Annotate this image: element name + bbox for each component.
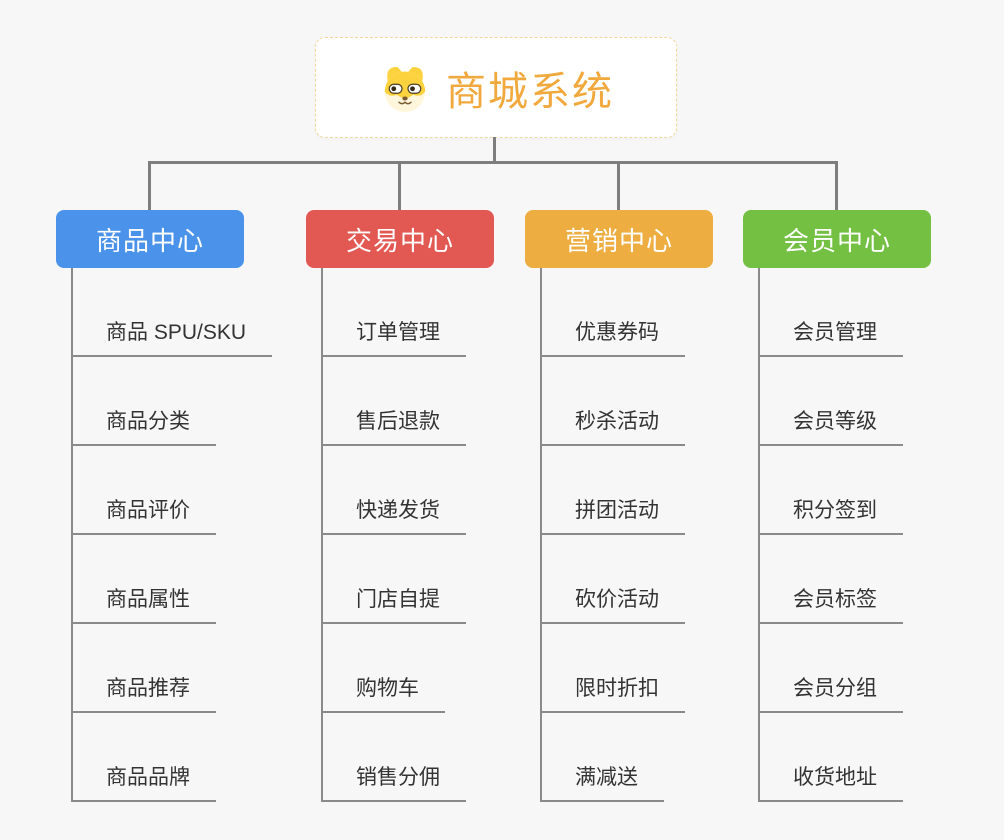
tree-item: 优惠券码 [542, 268, 713, 357]
item-express-delivery[interactable]: 快递发货 [323, 494, 466, 535]
item-points-checkin[interactable]: 积分签到 [760, 494, 903, 535]
item-sales-commission[interactable]: 销售分佣 [323, 761, 466, 802]
connector-drop-member [835, 161, 838, 210]
branch-header-marketing[interactable]: 营销中心 [525, 210, 713, 268]
branch-items-product: 商品 SPU/SKU 商品分类 商品评价 商品属性 商品推荐 商品品牌 [71, 268, 273, 802]
connector-root-drop [493, 137, 496, 164]
tree-item: 会员标签 [760, 535, 931, 624]
tree-item: 收货地址 [760, 713, 931, 802]
tree-item: 商品分类 [73, 357, 244, 446]
branch-product-center: 商品中心 商品 SPU/SKU 商品分类 商品评价 商品属性 商品推荐 商品品牌 [56, 210, 273, 802]
connector-drop-marketing [617, 161, 620, 210]
item-member-level[interactable]: 会员等级 [760, 405, 903, 446]
tree-item: 商品属性 [73, 535, 244, 624]
item-member-groups[interactable]: 会员分组 [760, 672, 903, 713]
item-shipping-address[interactable]: 收货地址 [760, 761, 903, 802]
item-group-buy[interactable]: 拼团活动 [542, 494, 685, 535]
item-coupon-code[interactable]: 优惠券码 [542, 316, 685, 357]
tree-item: 订单管理 [323, 268, 494, 357]
item-bargain-activity[interactable]: 砍价活动 [542, 583, 685, 624]
tree-item: 商品推荐 [73, 624, 244, 713]
item-product-attribute[interactable]: 商品属性 [73, 583, 216, 624]
item-product-category[interactable]: 商品分类 [73, 405, 216, 446]
dog-face-icon [384, 66, 426, 112]
branch-marketing-center: 营销中心 优惠券码 秒杀活动 拼团活动 砍价活动 限时折扣 满减送 [525, 210, 713, 802]
tree-item: 积分签到 [760, 446, 931, 535]
branch-items-member: 会员管理 会员等级 积分签到 会员标签 会员分组 收货地址 [758, 268, 931, 802]
item-aftersale-refund[interactable]: 售后退款 [323, 405, 466, 446]
branch-header-product[interactable]: 商品中心 [56, 210, 244, 268]
item-product-spu-sku[interactable]: 商品 SPU/SKU [73, 316, 273, 357]
branch-header-member[interactable]: 会员中心 [743, 210, 931, 268]
root-node[interactable]: 商城系统 [315, 37, 677, 138]
item-limited-time-discount[interactable]: 限时折扣 [542, 672, 685, 713]
connector-drop-product [148, 161, 151, 210]
branch-trade-center: 交易中心 订单管理 售后退款 快递发货 门店自提 购物车 销售分佣 [306, 210, 494, 802]
branch-items-marketing: 优惠券码 秒杀活动 拼团活动 砍价活动 限时折扣 满减送 [540, 268, 713, 802]
tree-item: 商品 SPU/SKU [73, 268, 273, 357]
tree-item: 拼团活动 [542, 446, 713, 535]
connector-bus [148, 161, 838, 164]
item-shopping-cart[interactable]: 购物车 [323, 672, 445, 713]
branch-items-trade: 订单管理 售后退款 快递发货 门店自提 购物车 销售分佣 [321, 268, 494, 802]
tree-item: 秒杀活动 [542, 357, 713, 446]
tree-item: 售后退款 [323, 357, 494, 446]
tree-item: 限时折扣 [542, 624, 713, 713]
connector-drop-trade [398, 161, 401, 210]
item-member-tags[interactable]: 会员标签 [760, 583, 903, 624]
tree-item: 满减送 [542, 713, 713, 802]
root-title: 商城系统 [446, 69, 614, 114]
tree-item: 砍价活动 [542, 535, 713, 624]
tree-item: 会员分组 [760, 624, 931, 713]
tree-item: 购物车 [323, 624, 494, 713]
tree-item: 快递发货 [323, 446, 494, 535]
item-full-reduction[interactable]: 满减送 [542, 761, 664, 802]
item-flash-sale[interactable]: 秒杀活动 [542, 405, 685, 446]
branch-member-center: 会员中心 会员管理 会员等级 积分签到 会员标签 会员分组 收货地址 [743, 210, 931, 802]
tree-item: 会员管理 [760, 268, 931, 357]
item-product-review[interactable]: 商品评价 [73, 494, 216, 535]
tree-item: 门店自提 [323, 535, 494, 624]
item-store-pickup[interactable]: 门店自提 [323, 583, 466, 624]
item-member-management[interactable]: 会员管理 [760, 316, 903, 357]
item-product-brand[interactable]: 商品品牌 [73, 761, 216, 802]
branch-header-trade[interactable]: 交易中心 [306, 210, 494, 268]
item-order-management[interactable]: 订单管理 [323, 316, 466, 357]
tree-item: 商品品牌 [73, 713, 244, 802]
tree-item: 销售分佣 [323, 713, 494, 802]
tree-item: 商品评价 [73, 446, 244, 535]
item-product-recommend[interactable]: 商品推荐 [73, 672, 216, 713]
tree-item: 会员等级 [760, 357, 931, 446]
